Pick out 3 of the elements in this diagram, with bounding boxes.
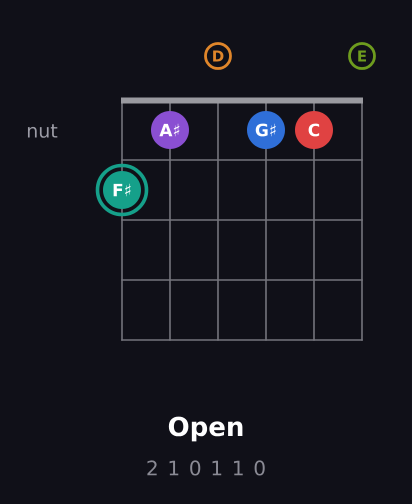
fingering-numbers: 2 1 0 1 1 0 (147, 460, 265, 476)
chord-title: Open (168, 416, 242, 442)
nut-label: nut (28, 124, 58, 138)
